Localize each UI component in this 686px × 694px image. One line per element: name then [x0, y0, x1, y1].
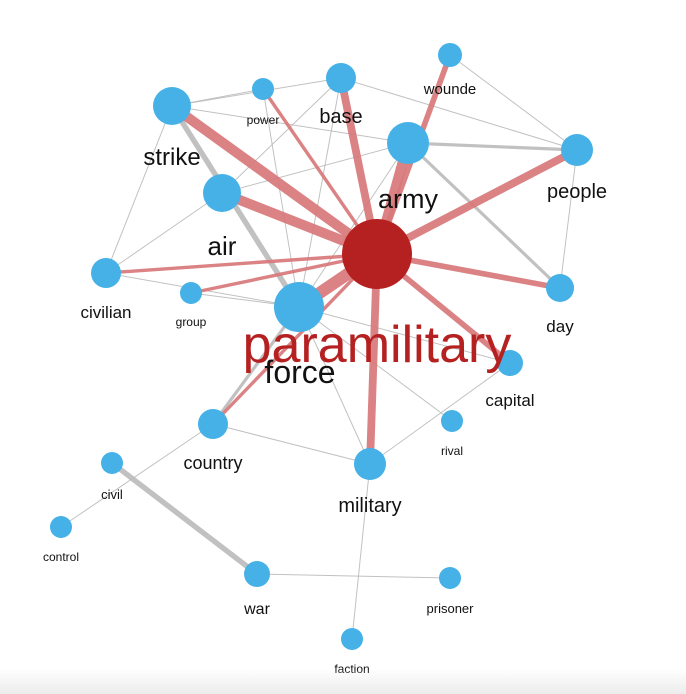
node-control[interactable]	[50, 516, 72, 538]
edge-paramilitary-civilian	[105, 252, 378, 275]
edge-war-prisoner	[256, 573, 451, 579]
edge-base-people	[340, 77, 578, 151]
edge-army-air	[221, 142, 409, 194]
node-power[interactable]	[252, 78, 274, 100]
edge-paramilitary-military	[366, 253, 381, 465]
node-label-country: country	[183, 453, 242, 473]
node-label-wounde: wounde	[423, 81, 477, 98]
edge-army-people	[407, 141, 578, 152]
edge-wounde-people	[449, 54, 578, 151]
node-air[interactable]	[203, 174, 241, 212]
node-wounde[interactable]	[438, 43, 462, 67]
node-label-war: war	[243, 601, 270, 618]
node-label-civilian: civilian	[80, 303, 131, 322]
node-label-control: control	[43, 550, 79, 564]
node-label-rival: rival	[441, 444, 463, 458]
node-label-air: air	[208, 231, 237, 261]
node-civilian[interactable]	[91, 258, 121, 288]
node-day[interactable]	[546, 274, 574, 302]
node-rival[interactable]	[441, 410, 463, 432]
edge-country-military	[212, 423, 371, 465]
edge-country-control	[60, 423, 214, 528]
node-label-paramilitary: paramilitary	[243, 316, 512, 374]
edge-civil-war	[110, 460, 259, 577]
node-military[interactable]	[354, 448, 386, 480]
node-civil[interactable]	[101, 452, 123, 474]
edge-army-day	[406, 141, 562, 290]
node-paramilitary[interactable]	[342, 219, 412, 289]
node-layer	[50, 43, 593, 650]
node-prisoner[interactable]	[439, 567, 461, 589]
node-label-civil: civil	[101, 487, 123, 502]
edge-force-capital	[298, 306, 511, 364]
node-label-prisoner: prisoner	[427, 601, 475, 616]
edge-force-military	[298, 306, 371, 465]
label-layer: force army strike air base people military coun…	[43, 81, 607, 676]
node-army[interactable]	[387, 122, 429, 164]
node-label-people: people	[547, 181, 607, 203]
edge-paramilitary-strike	[169, 101, 380, 259]
node-label-base: base	[319, 106, 362, 128]
node-label-force: force	[264, 354, 335, 390]
node-force[interactable]	[274, 282, 324, 332]
node-capital[interactable]	[497, 350, 523, 376]
node-label-army: army	[378, 184, 438, 214]
edge-air-civilian	[105, 192, 223, 274]
node-base[interactable]	[326, 63, 356, 93]
edge-paramilitary-country	[211, 252, 379, 426]
node-label-faction: faction	[334, 662, 369, 676]
node-label-group: group	[176, 315, 207, 329]
node-label-capital: capital	[485, 391, 534, 410]
edge-paramilitary-people	[375, 146, 579, 258]
edge-strike-army	[171, 105, 409, 144]
edge-air-base	[221, 77, 342, 194]
node-label-power: power	[247, 113, 280, 127]
edge-military-faction	[351, 463, 371, 640]
node-group[interactable]	[180, 282, 202, 304]
node-war[interactable]	[244, 561, 270, 587]
edge-army-force	[298, 142, 409, 308]
node-strike[interactable]	[153, 87, 191, 125]
node-faction[interactable]	[341, 628, 363, 650]
node-country[interactable]	[198, 409, 228, 439]
edge-people-day	[559, 149, 578, 289]
edge-military-capital	[369, 362, 511, 465]
edge-strike-force	[169, 104, 302, 309]
node-people[interactable]	[561, 134, 593, 166]
edge-strike-civilian	[105, 105, 173, 274]
node-label-day: day	[546, 317, 574, 336]
node-label-strike: strike	[143, 144, 200, 171]
node-label-military: military	[338, 495, 401, 517]
